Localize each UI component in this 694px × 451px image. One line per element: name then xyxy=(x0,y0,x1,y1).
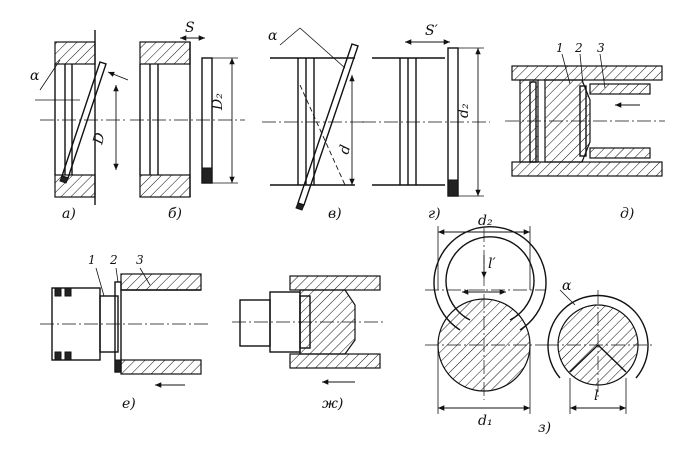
label-1-d: 1 xyxy=(556,41,564,55)
label-2-d: 2 xyxy=(574,41,583,55)
split-ring-z-top xyxy=(433,226,547,331)
label-d2-g: d₂ xyxy=(456,103,472,118)
view-a xyxy=(35,30,129,205)
label-3-e: 3 xyxy=(136,253,144,267)
view-v xyxy=(262,27,365,211)
label-S-prime: S′ xyxy=(425,23,439,39)
caption-a: а) xyxy=(62,206,76,222)
housing-top-zh xyxy=(289,275,381,291)
housing-bottom-zh xyxy=(289,353,381,369)
view-g xyxy=(362,39,490,197)
caption-b: б) xyxy=(168,206,182,222)
housing-top-a xyxy=(54,41,96,65)
label-d: d xyxy=(336,143,354,156)
label-D: D xyxy=(90,131,109,147)
label-alpha-z: α xyxy=(562,278,572,294)
caption-e: е) xyxy=(122,396,136,412)
view-z xyxy=(425,226,655,414)
housing-bottom-d xyxy=(511,161,663,177)
caption-zh: ж) xyxy=(322,396,343,412)
tilted-ring-v xyxy=(297,43,359,206)
view-b xyxy=(130,35,245,198)
housing-top-b xyxy=(139,41,191,65)
housing-top-e xyxy=(120,273,202,291)
view-e xyxy=(40,267,210,388)
caption-v: в) xyxy=(328,206,342,222)
label-D2: D₂ xyxy=(210,93,226,111)
flat-ring-b xyxy=(201,57,213,184)
view-zh xyxy=(232,275,385,385)
label-l: l xyxy=(594,388,598,404)
label-alpha-a: α xyxy=(30,68,40,84)
label-d1: d₁ xyxy=(478,413,493,429)
housing-bottom-e xyxy=(120,359,202,375)
caption-d: д) xyxy=(620,206,634,222)
label-alpha-v: α xyxy=(268,28,278,44)
caption-g: г) xyxy=(428,206,441,222)
label-d2-z: d₂ xyxy=(478,213,493,229)
housing-top-d xyxy=(511,65,663,81)
label-3-d: 3 xyxy=(597,41,605,55)
label-S: S xyxy=(185,20,195,36)
caption-z: з) xyxy=(538,420,551,436)
housing-bottom-b xyxy=(139,174,191,198)
shaft-zh xyxy=(239,299,271,347)
label-l-prime: l′ xyxy=(488,256,496,272)
label-1-e: 1 xyxy=(88,253,96,267)
label-2-e: 2 xyxy=(109,253,118,267)
view-d xyxy=(505,53,665,177)
